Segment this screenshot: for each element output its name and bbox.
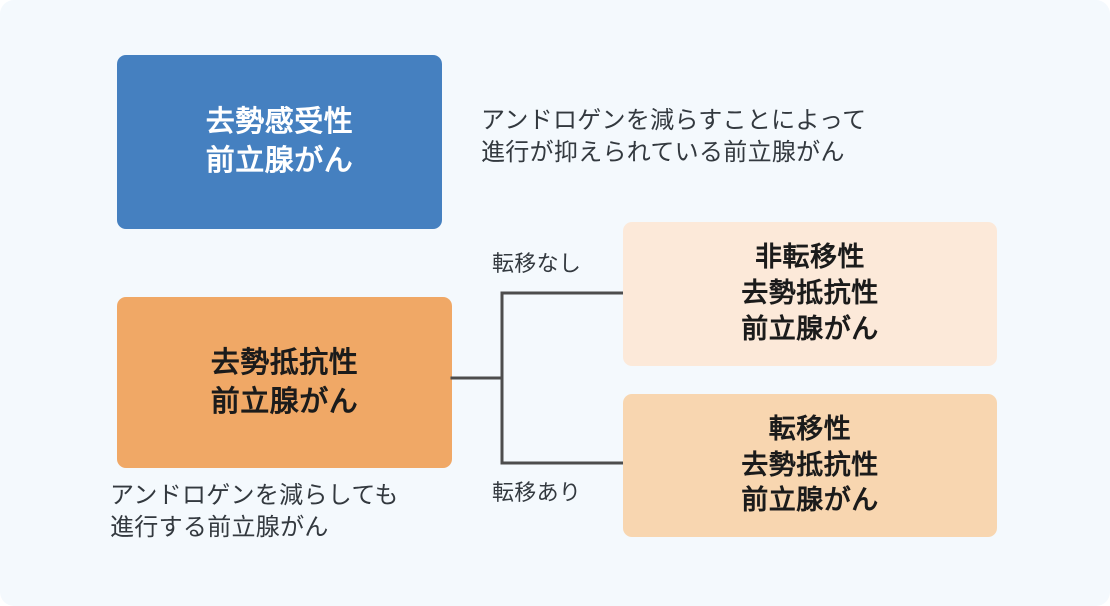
caption-castration-resistant-description: アンドロゲンを減らしても 進行する前立腺がん bbox=[110, 482, 399, 542]
node-castration-sensitive-prostate-cancer: 去勢感受性 前立腺がん bbox=[117, 55, 442, 229]
node-non-metastatic-crpc: 非転移性 去勢抵抗性 前立腺がん bbox=[623, 222, 997, 366]
node-metastatic-crpc: 転移性 去勢抵抗性 前立腺がん bbox=[623, 394, 997, 537]
connector-bracket bbox=[450, 291, 626, 465]
node-metastatic-crpc-label: 転移性 去勢抵抗性 前立腺がん bbox=[741, 413, 879, 516]
edge-label-metastasis: 転移あり bbox=[492, 480, 582, 505]
node-non-metastatic-crpc-label: 非転移性 去勢抵抗性 前立腺がん bbox=[741, 242, 879, 344]
node-castration-resistant-label: 去勢抵抗性 前立腺がん bbox=[210, 346, 359, 418]
edge-label-no-metastasis: 転移なし bbox=[492, 251, 582, 276]
node-castration-resistant-prostate-cancer: 去勢抵抗性 前立腺がん bbox=[117, 297, 452, 468]
caption-castration-sensitive-description: アンドロゲンを減らすことによって 進行が抑えられている前立腺がん bbox=[481, 107, 867, 167]
node-castration-sensitive-label: 去勢感受性 前立腺がん bbox=[205, 106, 354, 177]
